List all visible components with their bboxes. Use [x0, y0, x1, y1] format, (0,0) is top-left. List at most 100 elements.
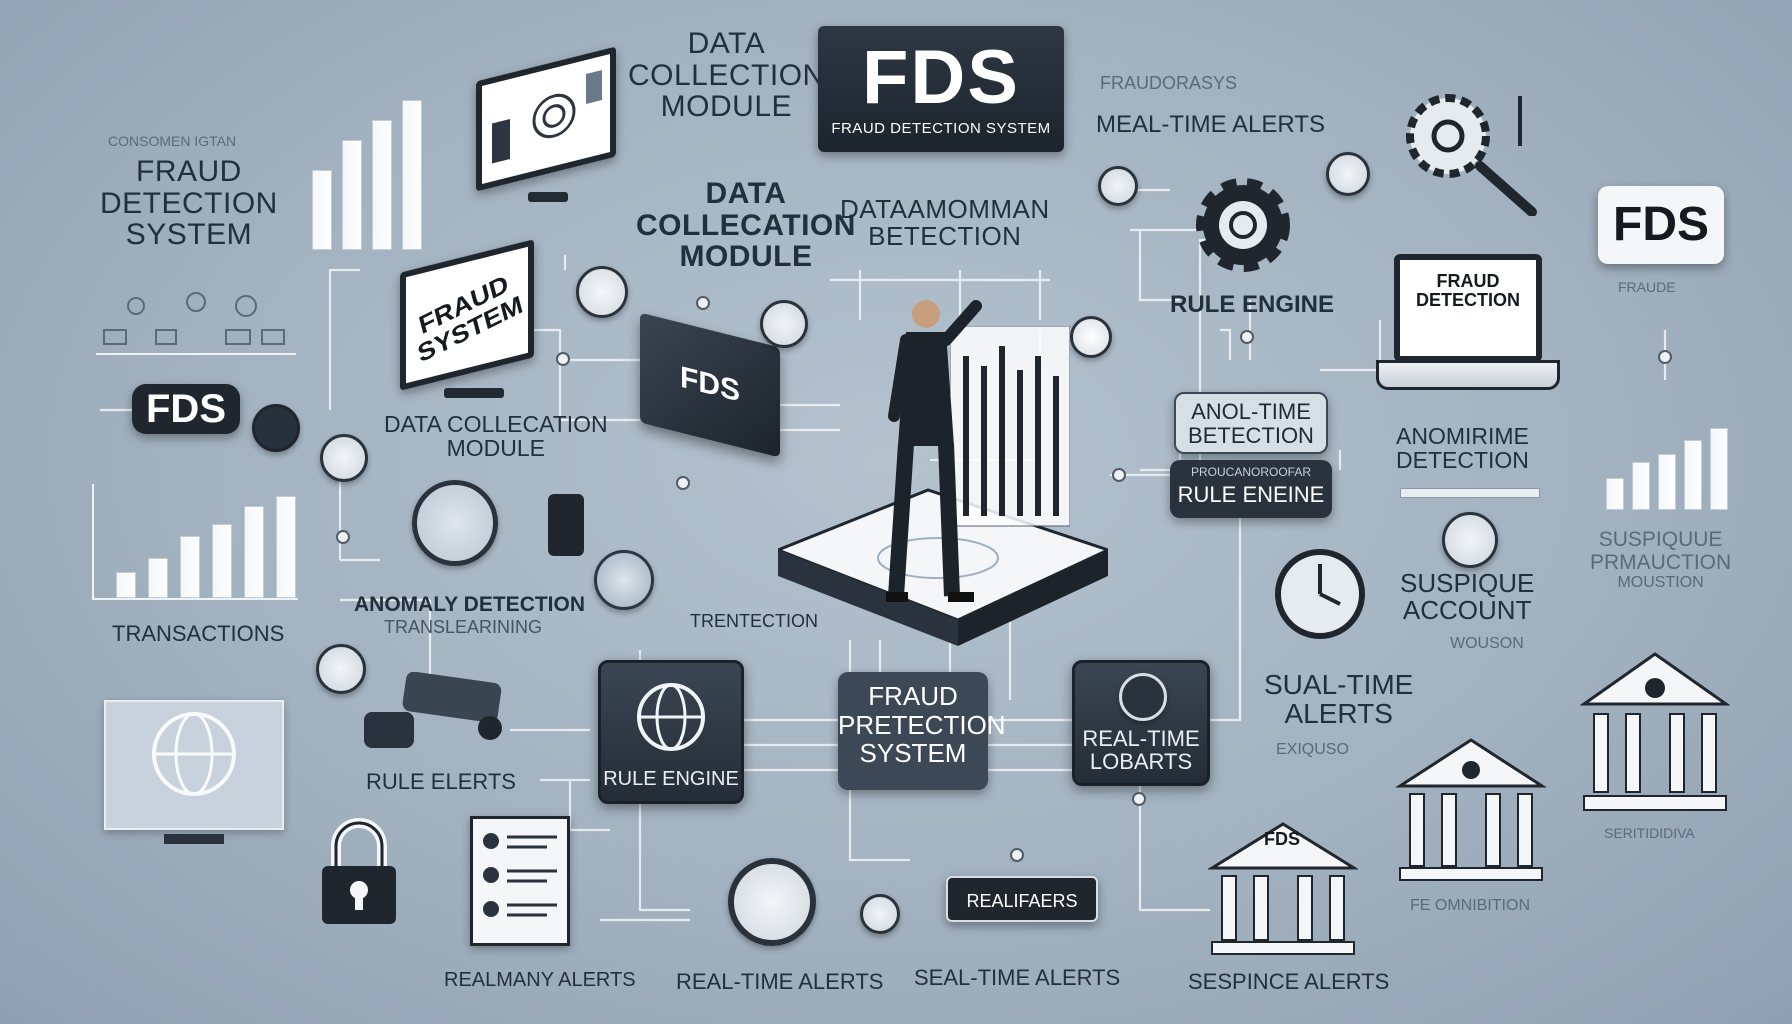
label-line: FRAUD: [1436, 271, 1500, 291]
label-line: ALERTS: [1284, 698, 1393, 730]
fds-device: FDS: [640, 312, 780, 458]
connector-node: [1010, 848, 1024, 862]
checklist: [470, 816, 570, 946]
faint-icons: [96, 292, 296, 355]
fds-banner-title: FDS: [862, 35, 1020, 120]
label-line: SYSTEM: [859, 738, 967, 769]
bottom-label-4: SESPINCE ALERTS: [1188, 969, 1390, 994]
magnifier-gear: [1400, 86, 1550, 217]
fingerprint-small-icon: [860, 894, 900, 934]
anomaly-detection-sub: TRANSLEARINING: [384, 617, 543, 637]
suspicious-account: SUSPIQUE ACCOUNT: [1400, 569, 1534, 626]
fraud-detection-faint: CONSOMEN IGTAN: [108, 133, 237, 149]
token-icons: [364, 671, 502, 748]
fraud-monitor-stand: [444, 388, 504, 398]
bar: [1710, 428, 1728, 510]
bank-fds: FDS: [1206, 820, 1360, 958]
data-anomaly-detection: DATAAMOMMAN BETECTION: [840, 195, 1050, 251]
compass-icon: [576, 266, 628, 318]
bank-fds-label: FDS: [1264, 829, 1300, 849]
label-line: DETECTION: [100, 186, 278, 220]
fds-left-chip: FDS: [132, 384, 240, 434]
globe-icon: [152, 712, 236, 796]
globe-icon: [637, 683, 705, 751]
progress-strip: [1400, 488, 1540, 498]
anomal-time-detection-chip: ANOL-TIME BETECTION: [1174, 392, 1328, 454]
fingerprint-small-icon: [1098, 166, 1138, 206]
bottom-label-2: REAL-TIME ALERTS: [676, 969, 884, 994]
bottom-label-3: SEAL-TIME ALERTS: [914, 965, 1121, 990]
label-line: DETECTION: [1415, 289, 1520, 310]
fraud-system-label: FRAUD SYSTEM: [401, 263, 533, 372]
bank-icon: [1206, 822, 1360, 955]
target-icon: [1070, 316, 1112, 358]
rule-engine-dark-chip: PROUCANOROOFAR RULE ENEINE: [1170, 460, 1332, 518]
real-time-alerts-top: MEAL-TIME ALERTS: [1096, 111, 1325, 138]
anomaly-clock-device: [412, 480, 498, 566]
label-line: SUSPIQUUE: [1598, 528, 1723, 551]
label-line: SUAL-TIME: [1264, 669, 1414, 700]
bar: [1658, 454, 1676, 510]
bank-far-right: [1579, 650, 1731, 814]
bank-icon: [1579, 652, 1731, 811]
gear: [1188, 170, 1298, 280]
fds-banner-subtitle: FRAUD DETECTION SYSTEM: [831, 120, 1051, 137]
checklist-icon: [483, 833, 557, 917]
laptop-label: FRAUD DETECTION: [1400, 272, 1536, 310]
suspicious-transaction-faint: SUSPIQUUE PRMAUCTION MOUSTION: [1590, 528, 1731, 592]
globe-monitor: [104, 700, 284, 830]
label-line: PROUCANOROOFAR: [1190, 465, 1311, 479]
laptop-keyboard: [1376, 360, 1560, 390]
scanner-device: [548, 494, 584, 556]
bar: [212, 524, 232, 598]
fraud-system-monitor: FRAUD SYSTEM: [400, 239, 534, 391]
label-line: FRAUD: [868, 681, 958, 711]
bar: [180, 536, 200, 598]
bar: [1632, 462, 1650, 510]
rule-elerts-label: RULE ELERTS: [366, 769, 516, 794]
barcode-screen: [949, 325, 1071, 527]
businessman: [866, 296, 986, 612]
transactions-label: TRANSACTIONS: [112, 621, 285, 646]
bottom-label-1: REALMANY ALERTS: [444, 969, 636, 991]
label-line: DATA COLLECATION: [384, 411, 608, 437]
padlock-icon: [322, 818, 396, 924]
label-line: DETECTION: [1396, 447, 1529, 474]
bars-right: [1606, 424, 1732, 510]
bank-right-faint: FE OMNIBITION: [1410, 897, 1530, 914]
label-line: BETECTION: [1188, 423, 1314, 449]
fingerprint-monitor: [476, 46, 616, 192]
rule-engine-center-label: RULE ENGINE: [603, 768, 739, 790]
rule-engine-right: RULE ENGINE: [1170, 291, 1335, 318]
bank-right: [1394, 736, 1548, 886]
bar: [1606, 478, 1624, 510]
anomaly-detection-label: ANOMALY DETECTION: [354, 593, 586, 616]
connector-node: [556, 352, 570, 366]
bar: [148, 558, 168, 598]
label-line: COLLECTION: [628, 58, 825, 92]
label-line: REAL-TIME: [1082, 725, 1200, 751]
label-line: ACCOUNT: [1402, 595, 1532, 626]
magnifier-gear-icon: [1406, 94, 1537, 217]
fingerprint-small-icon: [1326, 152, 1370, 196]
globe-small-icon: [320, 434, 368, 482]
data-collection-module-lower: DATA COLLECATION MODULE: [384, 412, 608, 460]
fingerprint-large-icon: [728, 858, 816, 946]
label-line: MODULE: [660, 90, 793, 123]
connector-node: [1132, 792, 1146, 806]
globe-monitor-stand: [164, 834, 224, 844]
businessman-icon: [886, 300, 982, 602]
label-line: PRMAUCTION: [1590, 551, 1732, 575]
bank-icon: [1394, 738, 1548, 881]
coin-bar: [372, 120, 392, 250]
label-line: ANOL-TIME: [1191, 399, 1311, 424]
fingerprint-monitor-icon: [492, 70, 602, 164]
data-bars-screen: [949, 325, 1071, 546]
connector-node: [1112, 468, 1126, 482]
connector-node: [336, 530, 350, 544]
coin-bar: [402, 100, 422, 250]
trentection-label: TRENTECTION: [690, 611, 818, 631]
faint-line: FRAUDE: [1618, 279, 1676, 295]
sual-time-alerts: SUAL-TIME ALERTS: [1264, 670, 1413, 729]
coin-stack-bars: [312, 80, 432, 250]
